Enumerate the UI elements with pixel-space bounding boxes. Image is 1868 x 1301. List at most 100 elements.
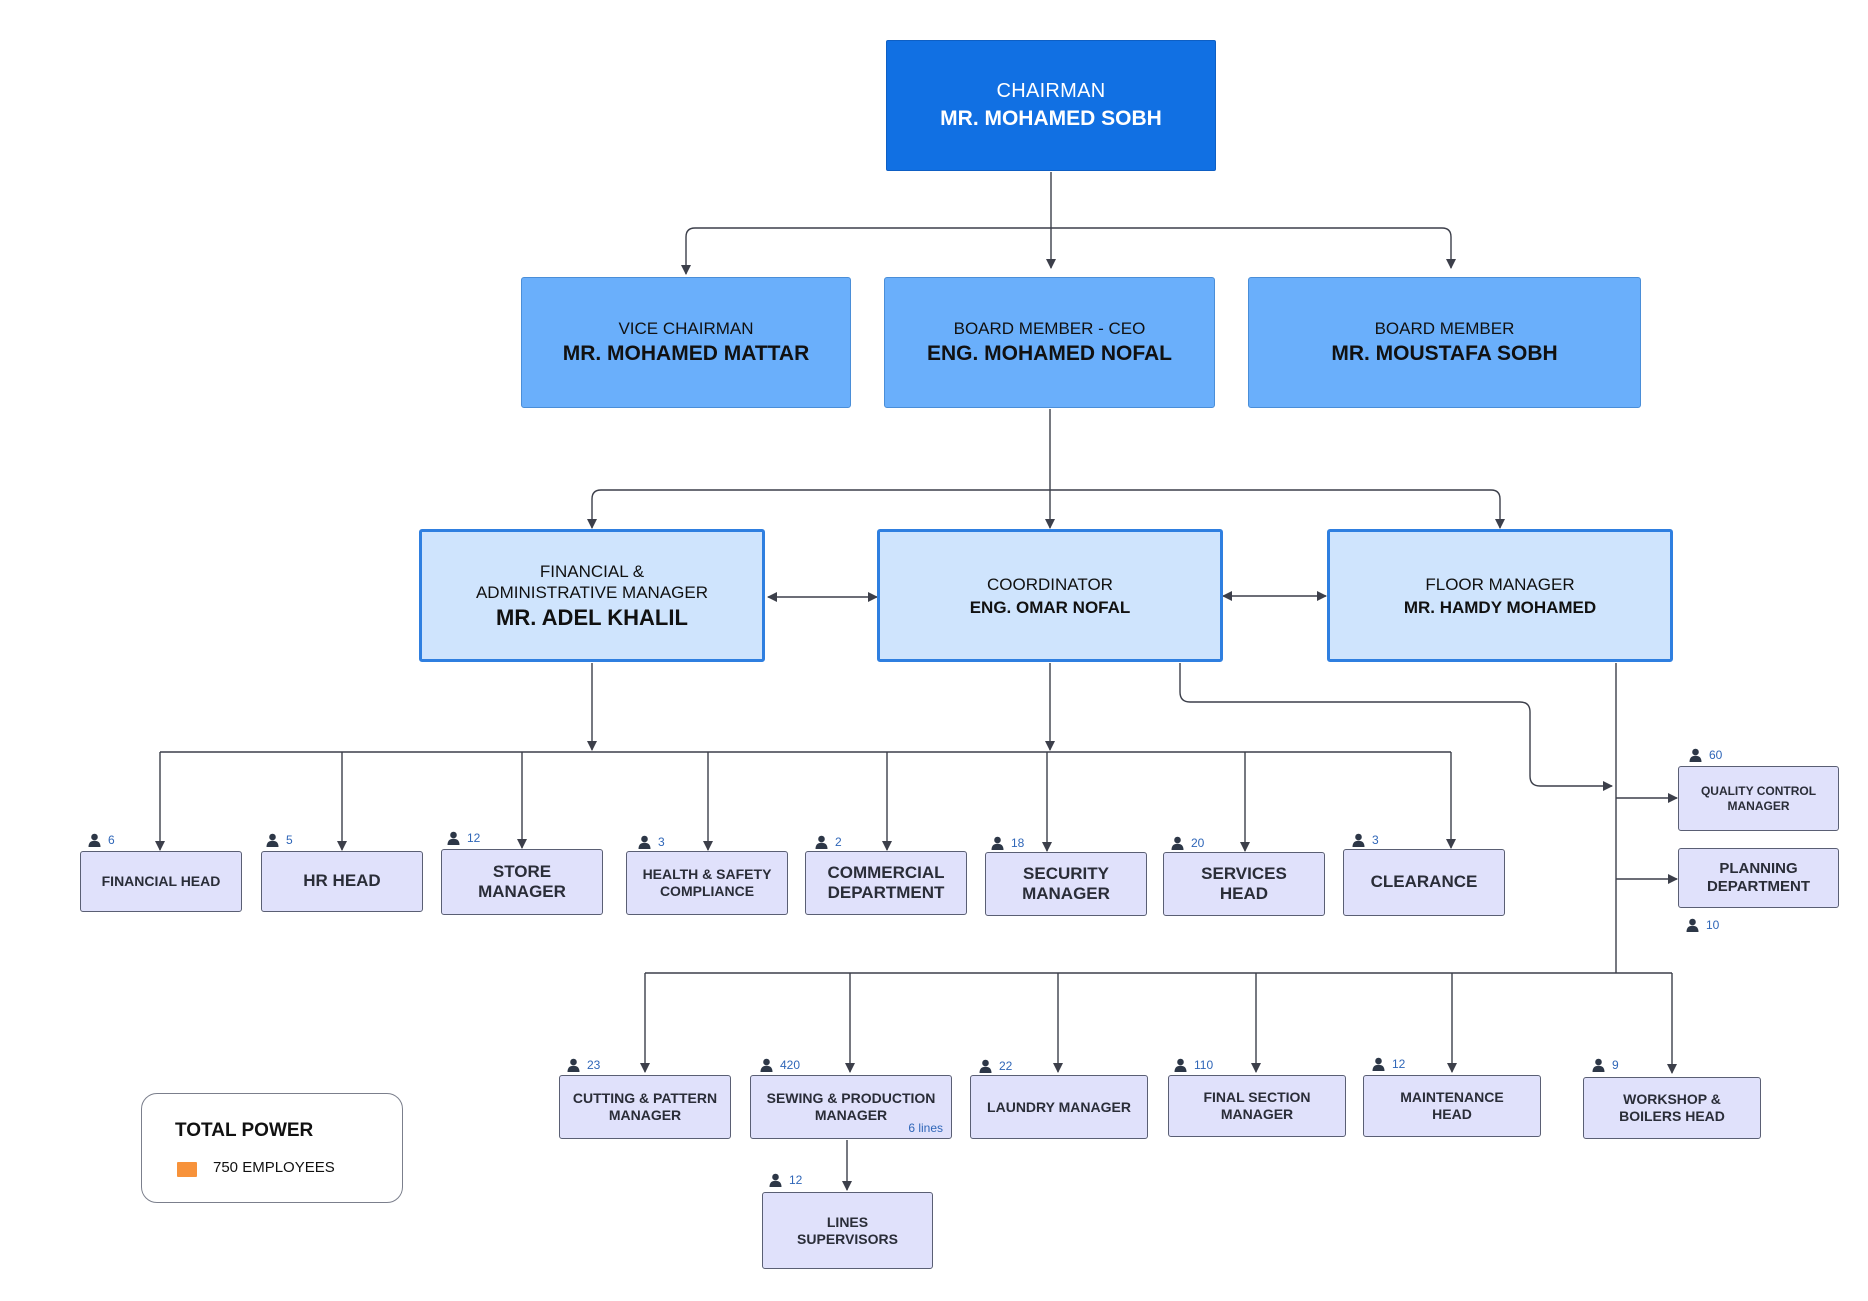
headcount-badge: 10: [1686, 918, 1719, 932]
headcount-badge: 20: [1171, 836, 1204, 850]
dept-label: STORE MANAGER: [478, 861, 566, 901]
prod-label: WORKSHOP & BOILERS HEAD: [1619, 1091, 1725, 1124]
prod-laundry: LAUNDRY MANAGER: [970, 1075, 1148, 1139]
person-icon: [88, 833, 101, 847]
headcount-value: 6: [108, 833, 115, 847]
headcount-value: 23: [587, 1058, 601, 1072]
person-icon: [567, 1058, 580, 1072]
headcount-value: 22: [999, 1059, 1013, 1073]
headcount-value: 3: [1372, 833, 1379, 847]
coordinator-role: COORDINATOR: [987, 574, 1113, 594]
headcount-value: 110: [1194, 1058, 1214, 1072]
dept-store-manager: STORE MANAGER: [441, 849, 603, 915]
prod-note: 6 lines: [908, 1121, 943, 1135]
board-member-name: MR. MOUSTAFA SOBH: [1331, 342, 1558, 365]
person-icon: [266, 833, 279, 847]
financial-manager-role-line2: ADMINISTRATIVE MANAGER: [475, 582, 709, 602]
headcount-value: 10: [1706, 918, 1720, 932]
headcount-value: 420: [780, 1058, 801, 1072]
dept-services-head: SERVICES HEAD: [1163, 852, 1325, 916]
prod-label: MAINTENANCE HEAD: [1400, 1089, 1504, 1122]
headcount-badge: 23: [567, 1058, 600, 1072]
ceo-name: ENG. MOHAMED NOFAL: [927, 342, 1172, 365]
unit-planning: PLANNING DEPARTMENT: [1678, 848, 1839, 908]
connector-chairman-right: [1051, 227, 1456, 269]
dept-label: HEALTH & SAFETY COMPLIANCE: [642, 866, 772, 899]
dept-commercial: COMMERCIAL DEPARTMENT: [805, 851, 967, 915]
dept-label: SECURITY MANAGER: [1022, 863, 1110, 903]
dept-label: HR HEAD: [303, 871, 381, 891]
unit-label: QUALITY CONTROL MANAGER: [1700, 784, 1817, 813]
prod-label: FINAL SECTION MANAGER: [1203, 1089, 1311, 1122]
headcount-badge: 12: [1372, 1057, 1405, 1071]
chairman-card: CHAIRMAN MR. MOHAMED SOBH: [886, 40, 1216, 171]
headcount-badge: 12: [447, 831, 480, 845]
headcount-badge: 12: [769, 1173, 802, 1187]
prod-label: LAUNDRY MANAGER: [987, 1098, 1131, 1115]
chairman-role: CHAIRMAN: [996, 80, 1106, 102]
headcount-value: 18: [1011, 836, 1025, 850]
floor-manager-card: FLOOR MANAGER MR. HAMDY MOHAMED: [1327, 529, 1673, 662]
person-icon: [1592, 1058, 1605, 1072]
dept-label: CLEARANCE: [1370, 872, 1478, 892]
connector-chairman-left: [681, 227, 1051, 275]
board-member-card: BOARD MEMBER MR. MOUSTAFA SOBH: [1248, 277, 1641, 408]
prod-cutting-pattern: CUTTING & PATTERN MANAGER: [559, 1075, 731, 1139]
headcount-badge: 2: [815, 835, 842, 849]
floor-manager-role: FLOOR MANAGER: [1425, 574, 1575, 594]
headcount-value: 9: [1612, 1058, 1619, 1072]
person-icon: [1174, 1058, 1187, 1072]
dept-label: SERVICES HEAD: [1201, 863, 1287, 903]
financial-manager-name: MR. ADEL KHALIL: [496, 604, 688, 630]
prod-workshop-boilers: WORKSHOP & BOILERS HEAD: [1583, 1077, 1761, 1139]
coordinator-name: ENG. OMAR NOFAL: [969, 597, 1131, 617]
headcount-badge: 22: [979, 1059, 1012, 1073]
chairman-name: MR. MOHAMED SOBH: [940, 107, 1162, 130]
legend-title: TOTAL POWER: [175, 1120, 314, 1141]
headcount-badge: 3: [1352, 833, 1379, 847]
dept-financial-head: FINANCIAL HEAD: [80, 851, 242, 912]
person-icon: [1352, 833, 1365, 847]
headcount-value: 12: [467, 831, 481, 845]
person-icon: [1372, 1057, 1385, 1071]
ceo-card: BOARD MEMBER - CEO ENG. MOHAMED NOFAL: [884, 277, 1215, 408]
headcount-badge: 3: [638, 835, 665, 849]
financial-manager-card: FINANCIAL & ADMINISTRATIVE MANAGER MR. A…: [419, 529, 765, 662]
coordinator-card: COORDINATOR ENG. OMAR NOFAL: [877, 529, 1223, 662]
vice-chairman-name: MR. MOHAMED MATTAR: [562, 342, 810, 365]
total-power-legend: TOTAL POWER 750 EMPLOYEES: [141, 1093, 403, 1203]
headcount-value: 5: [286, 833, 293, 847]
headcount-value: 60: [1709, 748, 1723, 762]
headcount-badge: 18: [991, 836, 1024, 850]
headcount-badge: 110: [1174, 1058, 1213, 1072]
dept-label: FINANCIAL HEAD: [101, 873, 221, 890]
vice-chairman-role: VICE CHAIRMAN: [618, 319, 754, 338]
connector-ceo-right: [1050, 489, 1505, 529]
headcount-badge: 6: [88, 833, 115, 847]
dept-label: COMMERCIAL DEPARTMENT: [827, 862, 945, 902]
person-icon: [979, 1059, 992, 1073]
prod-label: CUTTING & PATTERN MANAGER: [572, 1090, 718, 1123]
headcount-badge: 5: [266, 833, 293, 847]
prod-final-section: FINAL SECTION MANAGER: [1168, 1075, 1346, 1137]
person-icon: [638, 835, 651, 849]
dept-clearance: CLEARANCE: [1343, 849, 1505, 916]
prod-label: SEWING & PRODUCTION MANAGER: [766, 1090, 936, 1123]
lines-supervisors: LINES SUPERVISORS: [762, 1192, 933, 1269]
unit-label: PLANNING DEPARTMENT: [1706, 860, 1811, 895]
vice-chairman-card: VICE CHAIRMAN MR. MOHAMED MATTAR: [521, 277, 851, 408]
connector-coordinator-floor-column: [1179, 663, 1613, 791]
headcount-badge: 420: [760, 1058, 800, 1072]
headcount-value: 2: [835, 835, 842, 849]
legend-label: 750 EMPLOYEES: [213, 1159, 335, 1176]
board-member-role: BOARD MEMBER: [1374, 319, 1515, 338]
person-icon: [447, 831, 460, 845]
headcount-value: 12: [1392, 1057, 1406, 1071]
headcount-value: 12: [789, 1173, 803, 1187]
person-icon: [815, 835, 828, 849]
dept-hr-head: HR HEAD: [261, 851, 423, 912]
person-icon: [769, 1173, 782, 1187]
headcount-badge: 60: [1689, 748, 1722, 762]
dept-health-safety: HEALTH & SAFETY COMPLIANCE: [626, 851, 788, 915]
